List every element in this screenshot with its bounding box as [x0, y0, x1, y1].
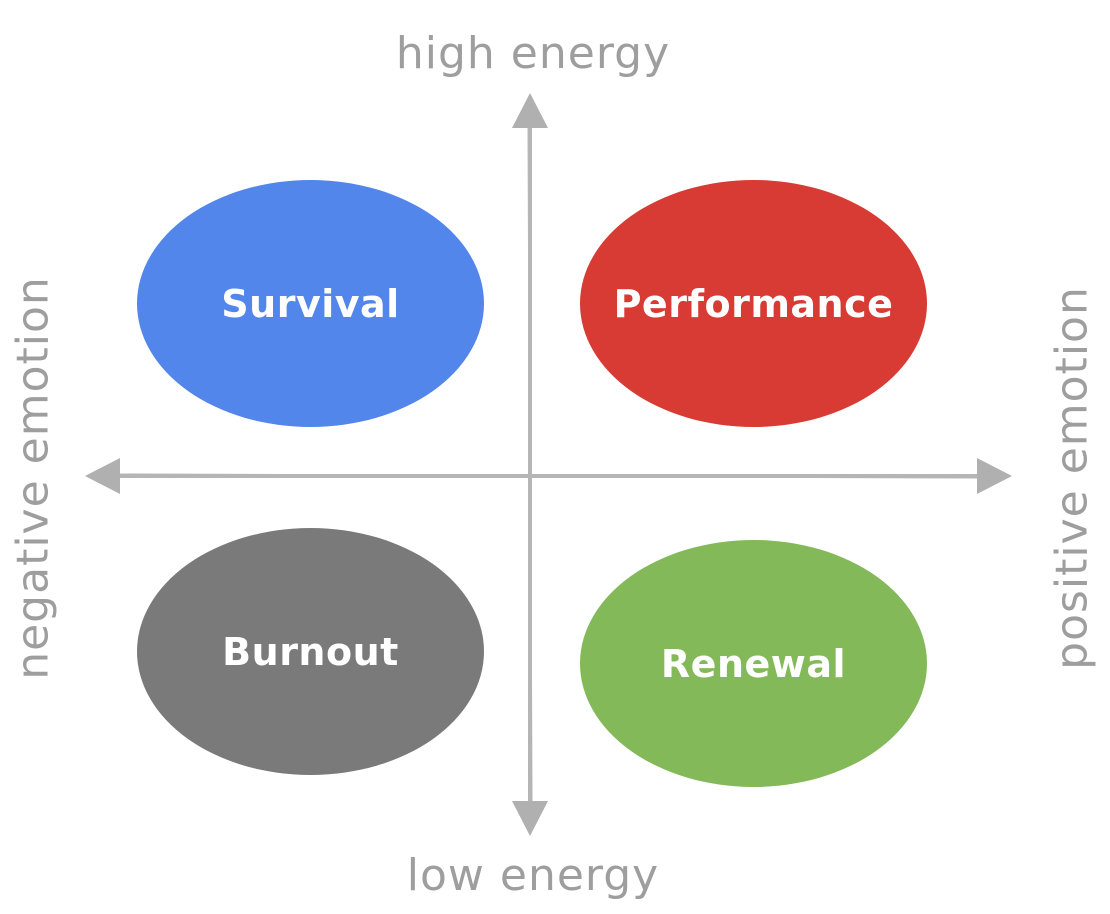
quadrant-label-renewal: Renewal	[660, 641, 847, 686]
quadrant-renewal: Renewal	[580, 540, 927, 787]
quadrant-burnout: Burnout	[137, 528, 484, 775]
arrow-up-icon	[512, 93, 548, 128]
axis-label-positive-emotion: positive emotion	[1046, 286, 1098, 670]
arrow-down-icon	[512, 801, 548, 836]
quadrant-performance: Performance	[580, 180, 927, 427]
horizontal-axis-sketch	[113, 473, 984, 479]
quadrant-label-burnout: Burnout	[222, 629, 399, 674]
quadrant-survival: Survival	[137, 180, 484, 427]
quadrant-label-performance: Performance	[613, 281, 894, 326]
axis-label-high-energy: high energy	[395, 28, 671, 79]
quadrant-label-survival: Survival	[221, 281, 400, 326]
axis-label-low-energy: low energy	[406, 850, 660, 901]
arrow-right-icon	[977, 458, 1012, 494]
arrow-left-icon	[85, 458, 120, 494]
vertical-axis-sketch	[527, 119, 533, 807]
axis-label-negative-emotion: negative emotion	[7, 276, 59, 680]
